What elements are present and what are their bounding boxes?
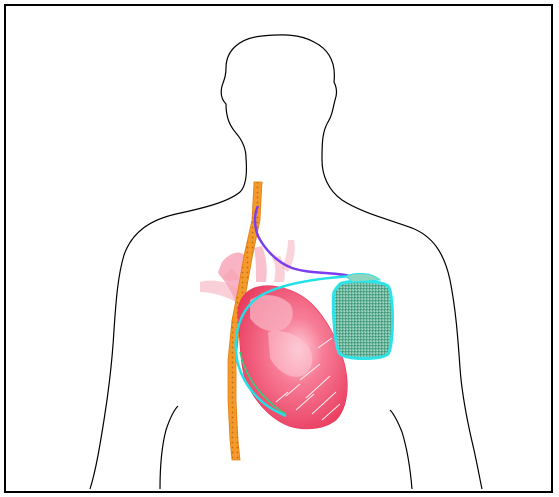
left-arm-inner-line bbox=[160, 406, 178, 489]
pacemaker-device-icon bbox=[333, 273, 392, 358]
right-arm-inner-line bbox=[390, 410, 412, 489]
heart-icon bbox=[238, 286, 348, 429]
